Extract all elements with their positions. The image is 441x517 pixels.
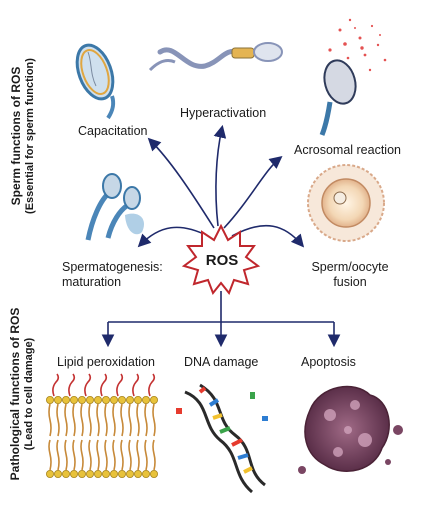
apoptosis-label: Apoptosis (301, 355, 356, 369)
lower-arrows (101, 291, 341, 348)
arrow-to-fusion (231, 224, 305, 248)
upper-arrows (137, 124, 305, 248)
capacitation-label: Capacitation (78, 124, 148, 138)
spermatogenesis-label-line1: Spermatogenesis: (62, 260, 163, 274)
ros-starburst (181, 223, 261, 295)
spermatogenesis-label: Spermatogenesis: maturation (62, 260, 163, 290)
dna-damage-icon (176, 383, 268, 494)
pathological-section-title: Pathological functions of ROS (Lead to c… (8, 299, 36, 489)
spermatogenesis-icon (85, 173, 145, 241)
arrow-to-spermatogenesis (137, 226, 209, 248)
sperm-section-heading: Sperm functions of ROS (9, 66, 23, 206)
lipid-bilayer-icon (46, 373, 158, 478)
lipid-peroxidation-label: Lipid peroxidation (57, 355, 155, 369)
dna-damage-label: DNA damage (184, 355, 259, 369)
oocyte-icon (307, 164, 385, 242)
hyperactivation-sperm-icon (148, 42, 283, 72)
fusion-label-line1: Sperm/oocyte (311, 260, 389, 274)
hyperactivation-label: Hyperactivation (180, 106, 267, 120)
acrosomal-reaction-label: Acrosomal reaction (294, 143, 401, 157)
sperm-section-subheading: (Essential for sperm function) (24, 58, 36, 214)
arrow-to-hyperactivation (213, 124, 227, 227)
fusion-label-line2: fusion (333, 275, 367, 289)
ros-label: ROS (205, 252, 239, 269)
arrow-to-capacitation (147, 137, 215, 229)
pathological-section-heading: Pathological functions of ROS (8, 307, 22, 481)
spermatogenesis-label-line2: maturation (62, 275, 122, 289)
sperm-section-title: Sperm functions of ROS (Essential for sp… (9, 51, 37, 221)
fusion-label: Sperm/oocyte fusion (300, 260, 400, 290)
pathological-section-subheading: (Lead to cell damage) (23, 337, 35, 451)
acrosomal-sperm-icon (319, 18, 387, 136)
arrow-to-acrosomal (223, 155, 283, 229)
apoptosis-cell-icon (298, 385, 403, 474)
capacitation-sperm-icon (75, 43, 116, 120)
